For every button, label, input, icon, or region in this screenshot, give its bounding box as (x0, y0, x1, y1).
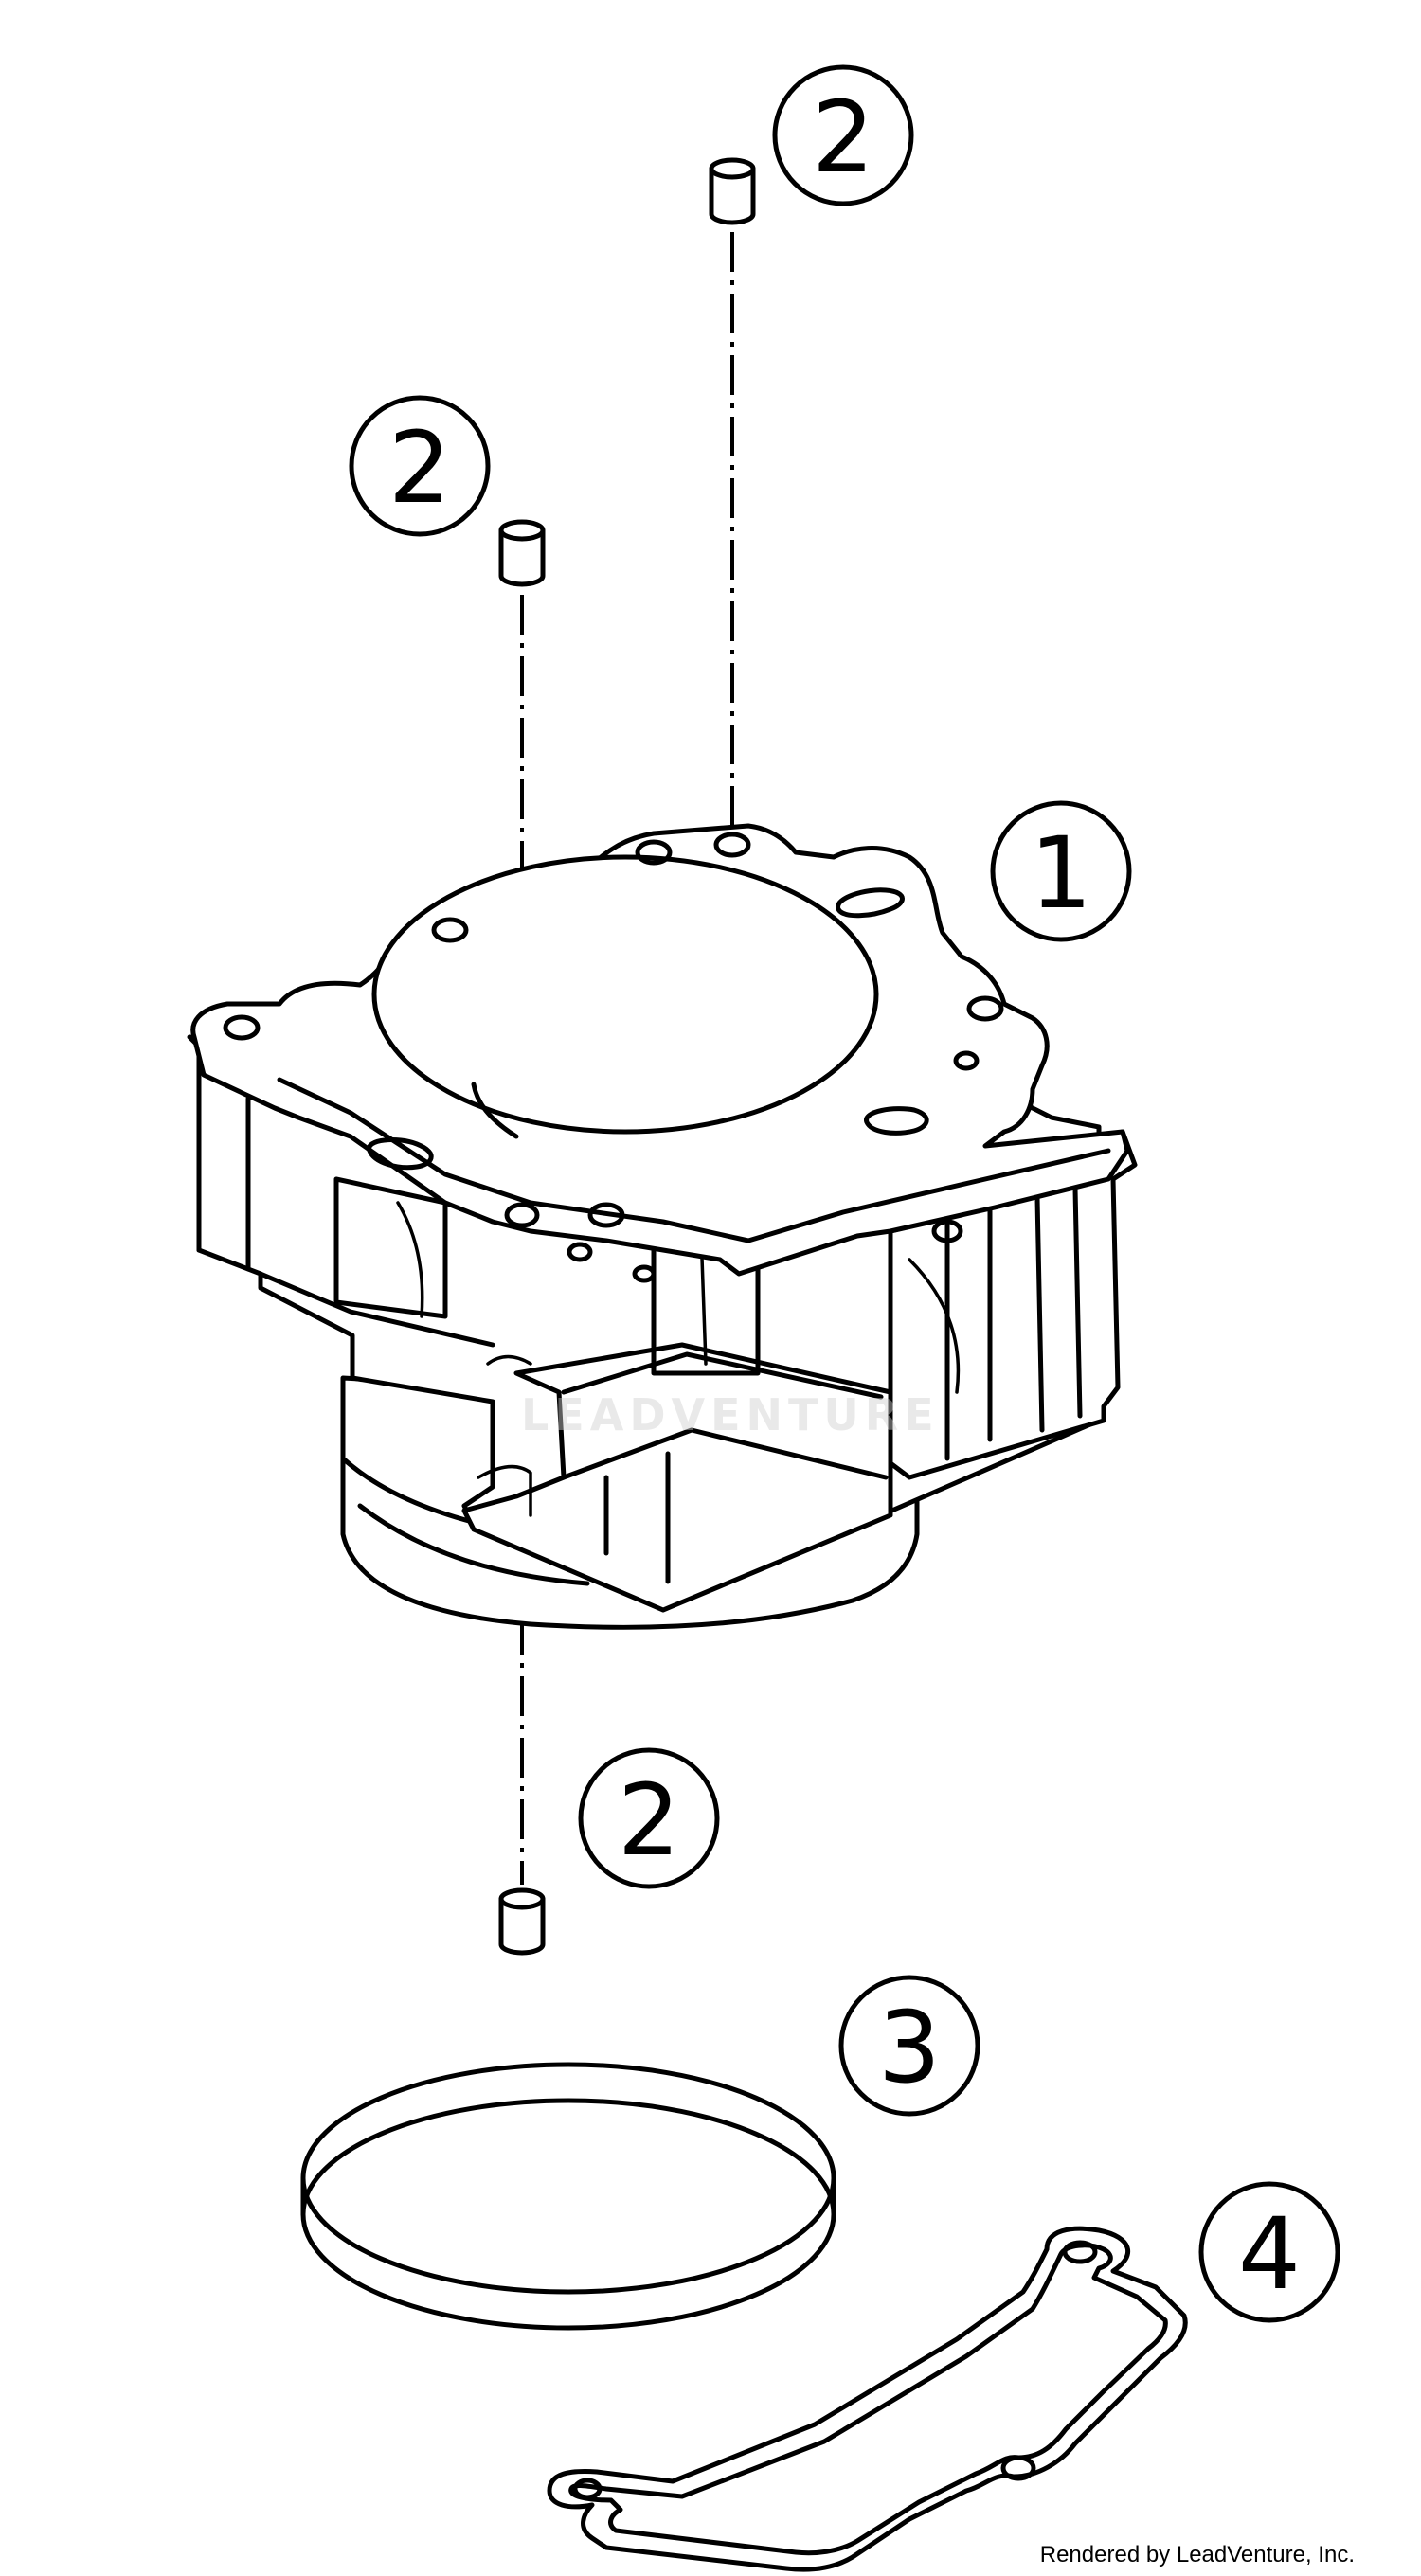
callout-4: 4 (1198, 2181, 1340, 2323)
callout-2-bottom-number: 2 (618, 1762, 680, 1878)
callout-3: 3 (838, 1975, 980, 2117)
gasket (547, 2226, 1188, 2572)
dowel-pin-upper-left (498, 519, 546, 587)
dowel-pin-upper-right (709, 157, 756, 225)
callout-1-number: 1 (1030, 815, 1092, 931)
callout-2-bottom: 2 (578, 1747, 720, 1889)
callout-3-number: 3 (878, 1990, 941, 2105)
o-ring (300, 2062, 836, 2331)
callout-2-mid: 2 (349, 395, 491, 537)
callout-2-top-number: 2 (812, 80, 874, 195)
watermark: LEADVENTURE (521, 1389, 940, 1440)
footer-credit: Rendered by LeadVenture, Inc. (1039, 2542, 1355, 2567)
dowel-pin-lower (498, 1887, 546, 1956)
callout-2-mid-number: 2 (388, 410, 451, 526)
cylinder (187, 823, 1138, 1630)
callout-1: 1 (990, 800, 1132, 942)
callout-4-number: 4 (1238, 2196, 1301, 2312)
callout-2-top: 2 (772, 64, 914, 206)
